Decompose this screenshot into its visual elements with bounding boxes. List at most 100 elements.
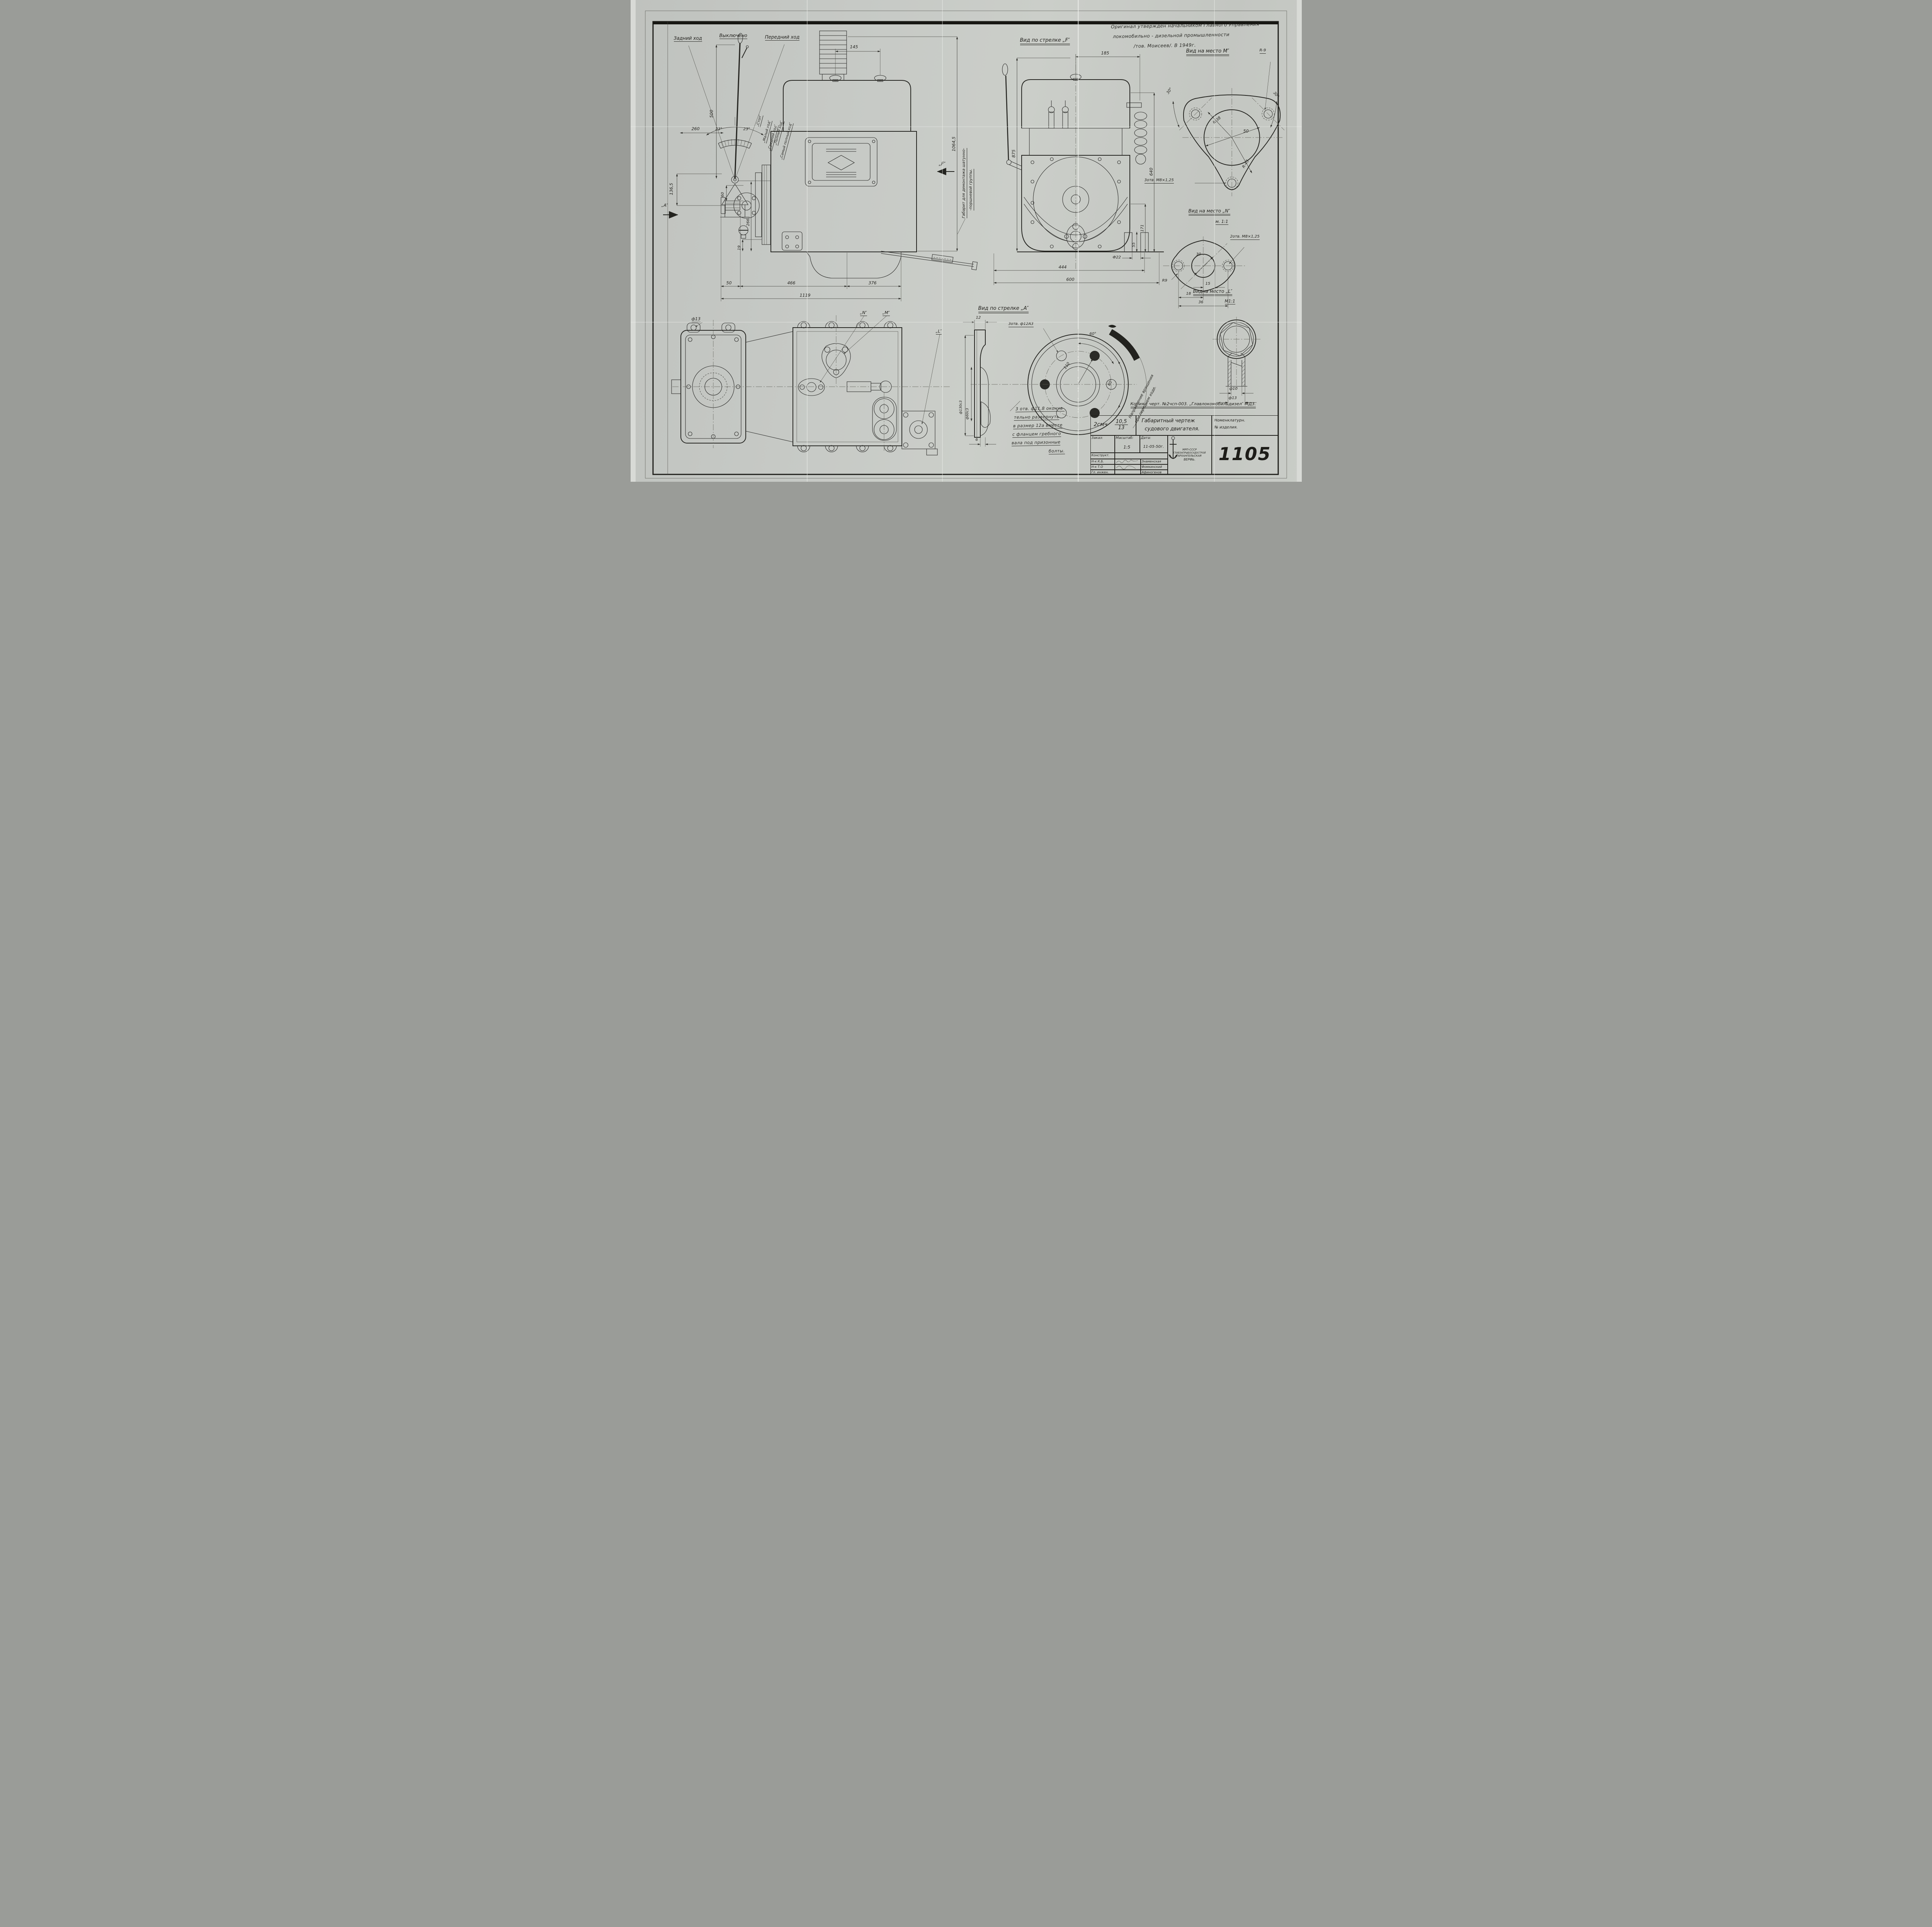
dim-23-right: 23° (743, 127, 750, 131)
dim-171: 171 (1140, 224, 1145, 232)
nomenclature-line2: № изделия. (1214, 425, 1238, 430)
dim-18: 18 (1186, 292, 1191, 296)
signature-scribble-nto (1116, 466, 1136, 469)
section-arrow-f-label: „F″ (939, 161, 946, 167)
dim-36: 36 (1198, 300, 1204, 304)
dim-f22: Ф22 (1112, 255, 1121, 260)
view-l-art (1212, 317, 1260, 405)
plan-label-n: „N″ (860, 310, 867, 316)
dim-875: 875 (1011, 150, 1016, 158)
name-znamenskaya: Знаменская (1141, 460, 1161, 463)
view-l-title: Видна место „L″ (1193, 289, 1233, 296)
constructor-row-blank (1114, 453, 1168, 459)
dim-12: 12 (976, 316, 981, 320)
view-n-art (1163, 236, 1245, 308)
fraction-top: 10,5 (1114, 419, 1128, 425)
view-l-scale: М1:1 (1225, 299, 1235, 304)
view-m-holes-note: 3отв. М8×1,25 (1144, 178, 1174, 184)
blueprint-sheet: Оригинал утвержден начальником Главного … (630, 0, 1302, 482)
nkb-label: Н-к К.Б. (1091, 460, 1104, 463)
dim-55: 55 (1131, 242, 1136, 247)
dim-r9-m: R-9 (1259, 48, 1266, 54)
dim-60deg-top: 60° (1089, 332, 1097, 336)
gabarit-note-line2: -поршневой группы. (969, 169, 974, 211)
shipyard-anchor-icon (1168, 436, 1178, 459)
drawing-number-cell: 1105 (1211, 435, 1278, 474)
drawing-number: 1105 (1218, 444, 1271, 464)
view-m-art (1172, 61, 1284, 196)
plan-label-f13: ф13 (691, 316, 701, 322)
nto-label: Н-к Т.О (1091, 465, 1103, 469)
order-cell: Заказ: (1090, 435, 1115, 453)
dim-1119: 1119 (799, 293, 811, 298)
dim-376: 376 (868, 280, 877, 285)
fit-note-line6: болты. (1048, 448, 1065, 454)
dim-185: 185 (1101, 51, 1109, 56)
plan-label-l: „L″ (935, 329, 942, 335)
fit-note-line2: тельно развернуть (1014, 414, 1059, 421)
dim-466: 466 (787, 280, 796, 285)
signature-scribble-nkb (1116, 459, 1138, 463)
dim-640: 640 (1148, 168, 1154, 176)
plan-label-m: „М″ (882, 310, 890, 316)
scale-value: 1:5 (1123, 445, 1131, 450)
dim-f60: ф60с3 (965, 408, 969, 420)
dim-50: 50 (726, 280, 732, 285)
dim-6: 6 (975, 438, 978, 442)
dim-30-n: 30 (1196, 252, 1201, 257)
dim-60: 60 (720, 192, 725, 197)
fit-note-line5: вала под призонные (1011, 439, 1061, 446)
dim-1064-5: 1064,5 (951, 136, 956, 152)
nto-name-cell: Фомкинский (1140, 464, 1168, 470)
section-arrow-a-label: „А″ (661, 203, 668, 208)
copy-note: Копия с черт. №2чсп-003. „Главлокомобиль… (1130, 402, 1256, 408)
org-line2: ГЛАВЗАПРЫБОСУДОСТРОЙ (1173, 451, 1206, 454)
dim-f10: ф10 (1229, 387, 1238, 391)
org-line1: МРП-СССР (1182, 448, 1197, 451)
view-f-title: Вид по стрелке „F″ (1020, 38, 1070, 45)
name-fomkinsky: Фомкинский (1141, 465, 1162, 469)
view-n-holes-note: 2отв. М8×1,25 (1230, 235, 1260, 240)
dim-23-left: 23° (715, 127, 723, 131)
engine-code: 2смч (1094, 421, 1107, 428)
chief-label: Гл. инжен. (1091, 471, 1109, 474)
dim-500: 500 (709, 110, 714, 118)
title-block-code-cell: 2смч 10,5 13 (1090, 415, 1136, 435)
sheet-frame (645, 10, 1287, 479)
doc-title-line2: судового двигателя. (1145, 426, 1200, 432)
title-block-title-cell: Габаритный чертеж судового двигателя. (1136, 415, 1212, 435)
scale-label: Масштаб: (1116, 436, 1134, 440)
view-f-section-art (937, 54, 1164, 285)
view-main-elevation-art (663, 31, 978, 301)
date-cell: Дата: 11-05-50г. (1139, 435, 1168, 453)
view-n-title: Вид на место „N″ (1188, 209, 1230, 216)
fit-note-line4: с фланцем гребного (1012, 431, 1061, 438)
dim-15: 15 (1205, 282, 1211, 286)
dim-136-5: 136,5 (668, 183, 674, 195)
label-forward-gear: Передний ход (765, 34, 800, 41)
view-m-title: Вид на место М″ (1186, 49, 1230, 56)
view-n-scale: м. 1:1 (1215, 219, 1228, 225)
order-label: Заказ: (1091, 436, 1103, 440)
doc-title-line1: Габаритный чертеж (1141, 418, 1195, 424)
dim-145: 145 (850, 44, 858, 49)
nto-row-label: Н-к Т.О (1090, 464, 1115, 470)
dim-f130: ф130с3 (959, 400, 963, 414)
view-plan-art (671, 315, 951, 455)
fraction-bottom: 13 (1118, 425, 1125, 431)
constructor-label: Конструкт. (1091, 454, 1110, 457)
nkb-name-cell: Знаменская (1140, 459, 1168, 464)
dim-19: 19 (737, 245, 742, 250)
chief-row-label: Гл. инжен. (1090, 470, 1115, 474)
dim-260: 260 (691, 126, 700, 131)
fit-note-line3: в размер 12а вместе (1013, 422, 1063, 429)
date-label: Дата: (1141, 436, 1151, 440)
title-block: 2смч 10,5 13 Габаритный чертеж судового … (1090, 415, 1278, 474)
view-a-holes-note: 3отв. ф12А3 (1008, 322, 1034, 327)
label-reverse-gear: Задний ход (673, 36, 702, 42)
view-a-title: Вид по стрелке „А″ (978, 306, 1029, 313)
engine-code-fraction: 10,5 13 (1114, 419, 1128, 431)
shipyard-logo-cell: МРП-СССР ГЛАВЗАПРЫБОСУДОСТРОЙ АРХАНГЕЛЬС… (1167, 435, 1212, 474)
nkb-row-label: Н-к К.Б. (1090, 459, 1115, 464)
drawing-linework (645, 10, 1287, 479)
